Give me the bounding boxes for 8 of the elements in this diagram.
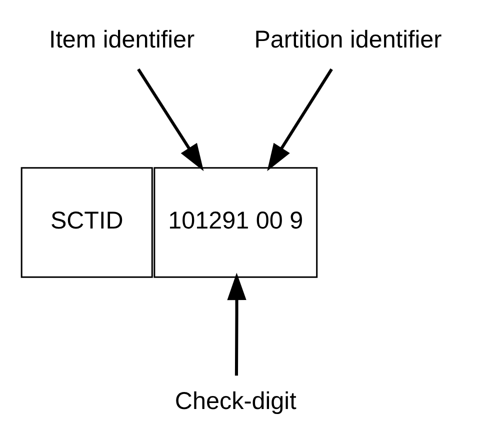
node-box: 101291 00 9 <box>153 167 318 278</box>
node-text: Item identifier <box>48 26 194 54</box>
arrow <box>136 68 204 172</box>
node-text: Check-digit <box>174 388 296 415</box>
node-text: Partition identifier <box>254 26 442 54</box>
node-box: SCTID <box>20 167 152 278</box>
arrow <box>226 272 246 376</box>
arrow <box>266 68 332 172</box>
